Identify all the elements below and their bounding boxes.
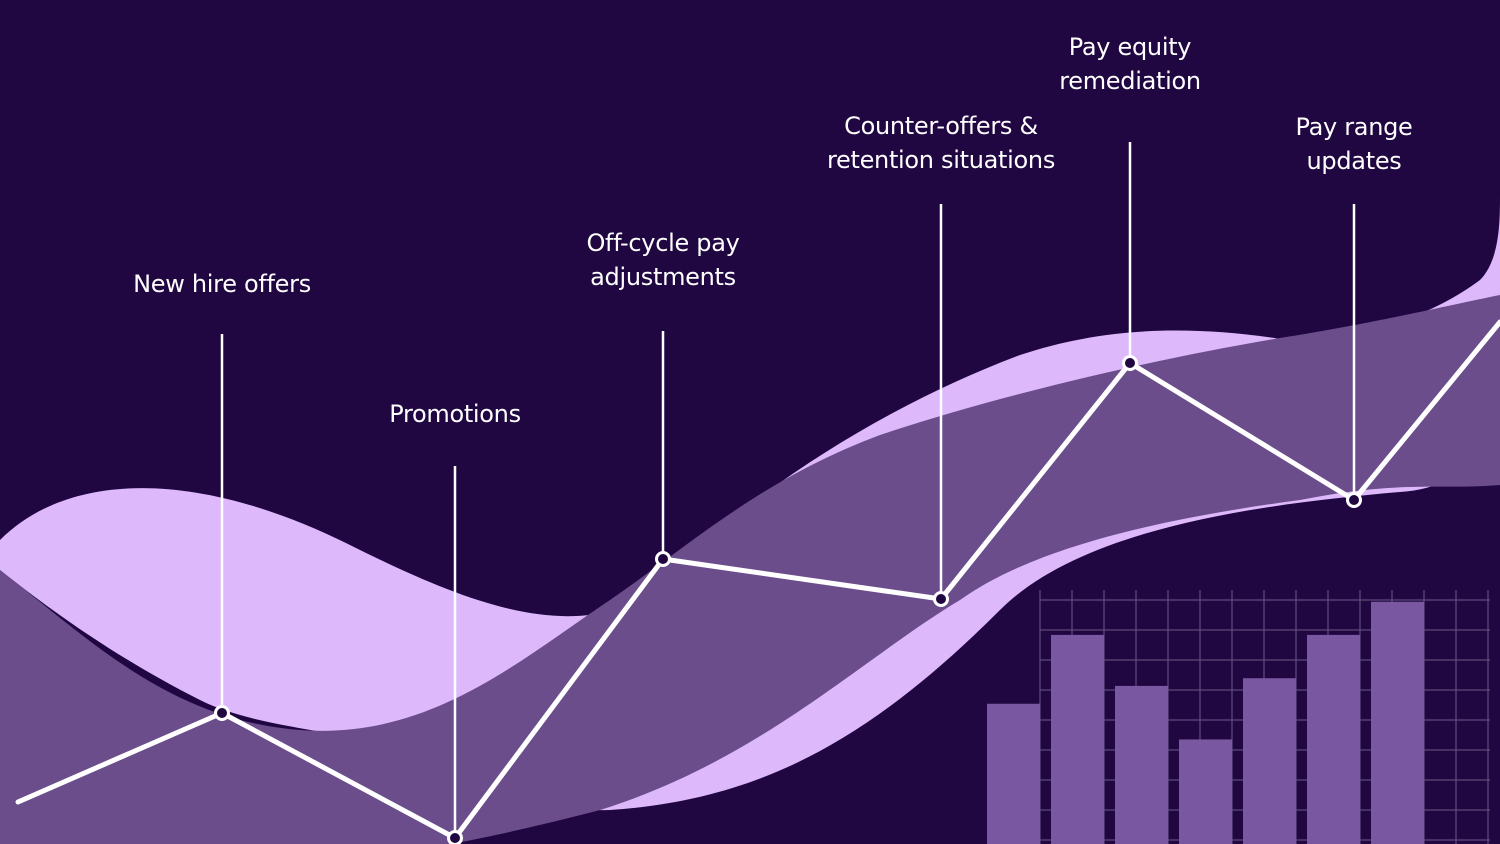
light-ribbon bbox=[0, 195, 1500, 811]
label-line: New hire offers bbox=[133, 270, 311, 298]
milestone-connectors bbox=[220, 142, 1356, 831]
decor-bar bbox=[1371, 601, 1424, 844]
decor-bars bbox=[987, 601, 1424, 844]
milestone-markers bbox=[214, 355, 1362, 844]
label-line: Counter-offers & bbox=[844, 112, 1038, 140]
marker-pay-range-updates bbox=[1346, 492, 1362, 508]
label-line: Pay range bbox=[1295, 113, 1412, 141]
decor-bar bbox=[1179, 739, 1232, 844]
label-line: Promotions bbox=[389, 400, 521, 428]
decor-bar bbox=[1051, 634, 1104, 844]
marker-counter-offers-retention bbox=[933, 591, 949, 607]
label-line: adjustments bbox=[590, 263, 736, 291]
marker-pay-equity-remediation bbox=[1122, 355, 1138, 371]
decor-bar bbox=[1115, 685, 1168, 844]
label-line: remediation bbox=[1059, 67, 1201, 95]
decor-bar bbox=[1243, 678, 1296, 844]
label-promotions: Promotions bbox=[389, 400, 521, 428]
label-pay-range-updates: Pay range updates bbox=[1295, 113, 1412, 175]
label-pay-equity-remediation: Pay equity remediation bbox=[1059, 33, 1201, 95]
milestone-trend-line bbox=[15, 319, 1500, 841]
label-line: retention situations bbox=[827, 146, 1055, 174]
decor-bar bbox=[987, 703, 1040, 844]
marker-off-cycle-pay-adjustments bbox=[655, 551, 671, 567]
label-new-hire-offers: New hire offers bbox=[133, 270, 311, 298]
label-off-cycle-pay-adjustments: Off-cycle pay adjustments bbox=[586, 229, 739, 291]
label-counter-offers-retention: Counter-offers & retention situations bbox=[827, 112, 1055, 174]
label-line: updates bbox=[1307, 147, 1402, 175]
marker-new-hire-offers bbox=[214, 705, 230, 721]
decor-bar bbox=[1307, 634, 1360, 844]
label-line: Pay equity bbox=[1069, 33, 1192, 61]
marker-promotions bbox=[447, 830, 463, 844]
label-line: Off-cycle pay bbox=[586, 229, 739, 257]
